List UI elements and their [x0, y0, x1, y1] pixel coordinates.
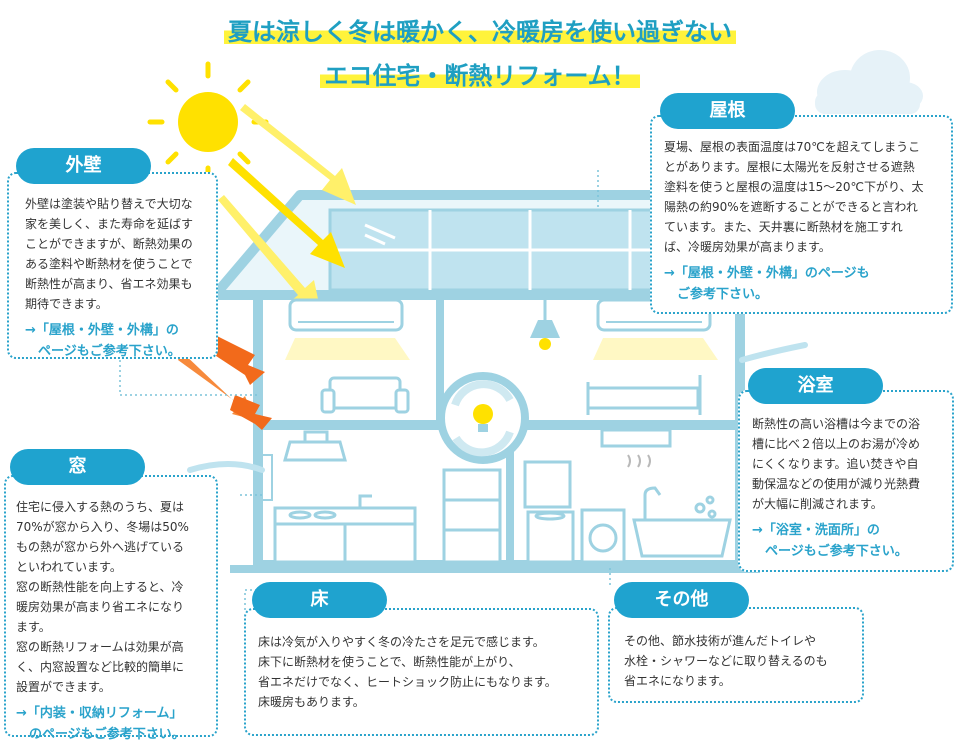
pendant-lamp-icon — [530, 300, 560, 350]
kitchen-icon — [273, 494, 417, 564]
yokushitsu-body: 断熱性の高い浴槽は今までの浴 槽に比べ２倍以上のお湯が冷め にくくなります。追い… — [752, 417, 921, 511]
sonota-panel: その他、節水技術が進んだトイレや 水栓・シャワーなどに取り替えるのも 省エネにな… — [608, 607, 864, 703]
washing-machine-icon — [580, 508, 626, 564]
yane-label: 屋根 — [660, 93, 795, 129]
yokushitsu-label: 浴室 — [748, 368, 883, 404]
wind-icon — [187, 342, 808, 473]
gaiheki-body: 外壁は塗装や貼り替えで大切な 家を美しく、また寿命を延ばす ことができますが、断… — [25, 197, 194, 311]
yane-link[interactable]: →「屋根・外壁・外構」のページも ご参考下さい。 — [664, 266, 870, 302]
range-hood-icon — [283, 430, 347, 462]
yane-body: 夏場、屋根の表面温度は70℃を超えてしまうこ とがあります。屋根に太陽光を反射さ… — [664, 140, 924, 254]
yuka-label: 床 — [252, 582, 387, 618]
heat-arrow-icon — [178, 335, 272, 430]
yokushitsu-panel: 断熱性の高い浴槽は今までの浴 槽に比べ２倍以上のお湯が冷め にくくなります。追い… — [738, 390, 954, 572]
gaiheki-panel: 外壁は塗装や貼り替えで大切な 家を美しく、また寿命を延ばす ことができますが、断… — [7, 172, 218, 359]
mado-label: 窓 — [10, 449, 145, 485]
mado-link[interactable]: →「内装・収納リフォーム」 のページもご参考下さい。 — [16, 706, 185, 742]
sonota-body: その他、節水技術が進んだトイレや 水栓・シャワーなどに取り替えるのも 省エネにな… — [624, 634, 828, 688]
sonota-label: その他 — [614, 582, 749, 618]
bathtub-icon — [632, 486, 732, 558]
page-title-line2: エコ住宅・断熱リフォーム！ — [0, 56, 960, 91]
bed-icon — [586, 375, 702, 415]
fridge-icon — [442, 468, 502, 564]
yokushitsu-link[interactable]: →「浴室・洗面所」の ページもご参考下さい。 — [752, 523, 908, 559]
washbasin-icon — [523, 460, 575, 564]
page-title-line1: 夏は涼しく冬は暖かく、冷暖房を使い過ぎない — [0, 12, 960, 47]
sunlight-arrows — [218, 104, 356, 318]
bathroom-heater-icon — [600, 428, 672, 468]
yane-panel: 夏場、屋根の表面温度は70℃を超えてしまうこ とがあります。屋根に太陽光を反射さ… — [650, 115, 953, 314]
eco-bulb-icon — [437, 372, 529, 464]
yuka-body: 床は冷気が入りやすく冬の冷たさを足元で感じます。 床下に断熱材を使うことで、断熱… — [258, 635, 557, 709]
mado-panel: 住宅に侵入する熱のうち、夏は 70%が窓から入り、冬場は50% もの熱が窓から外… — [4, 475, 218, 742]
yuka-panel: 床は冷気が入りやすく冬の冷たさを足元で感じます。 床下に断熱材を使うことで、断熱… — [244, 608, 599, 736]
mado-body: 住宅に侵入する熱のうち、夏は 70%が窓から入り、冬場は50% もの熱が窓から外… — [16, 500, 189, 694]
gaiheki-link[interactable]: →「屋根・外壁・外構」の ページもご参考下さい。 — [25, 323, 181, 359]
gaiheki-label: 外壁 — [16, 148, 151, 184]
cloud-icon — [815, 50, 923, 114]
sofa-icon — [320, 376, 410, 414]
